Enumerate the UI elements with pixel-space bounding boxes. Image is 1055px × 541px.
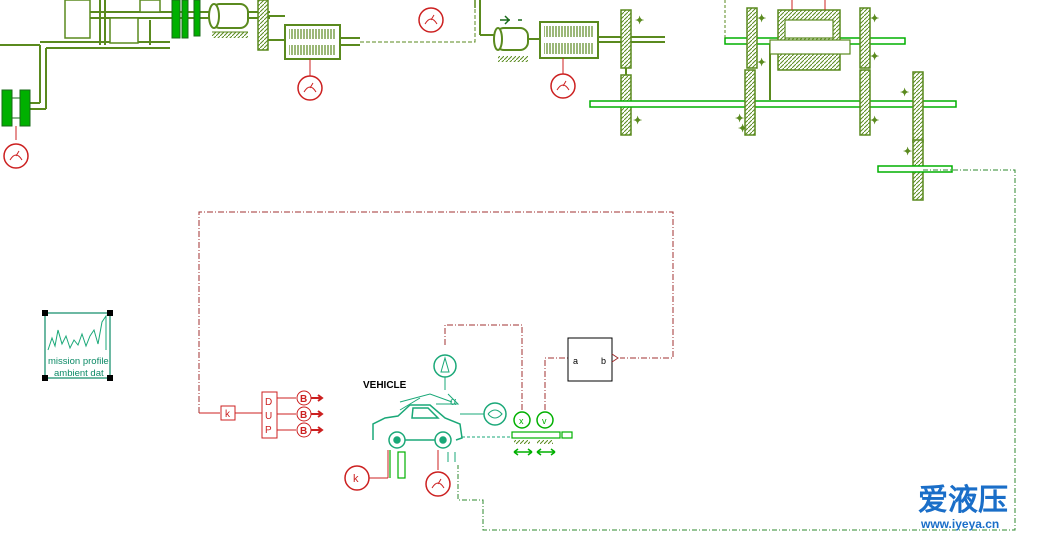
position-sensor[interactable]: x xyxy=(513,411,531,429)
dup-p: P xyxy=(265,425,272,436)
svg-text:✦: ✦ xyxy=(870,13,879,25)
rotary-sensor-icon[interactable] xyxy=(550,73,576,99)
rotary-sensor-icon[interactable] xyxy=(3,143,29,169)
svg-text:✦: ✦ xyxy=(757,57,766,69)
watermark: 爱液压 www.iyeya.cn xyxy=(918,484,1008,531)
bus-outputs[interactable] xyxy=(277,390,324,438)
block-b-label: b xyxy=(601,356,606,366)
angle-sensor[interactable]: α xyxy=(433,354,460,408)
wind-source-icon[interactable] xyxy=(460,402,507,426)
source-k-label: k xyxy=(353,473,359,485)
watermark-url: www.iyeya.cn xyxy=(920,517,999,531)
differential-assembly xyxy=(724,0,906,71)
svg-text:✦: ✦ xyxy=(870,115,879,127)
bus-b-2: B xyxy=(300,410,307,421)
drivetrain-upper-left xyxy=(0,0,360,140)
block-a-label: a xyxy=(573,356,578,366)
wheel-link-line xyxy=(457,169,1016,531)
svg-text:✦: ✦ xyxy=(870,51,879,63)
svg-text:✦: ✦ xyxy=(633,115,642,127)
gain-block[interactable]: k xyxy=(220,405,236,421)
feedback-signal-line xyxy=(198,211,674,413)
bus-b-3: B xyxy=(300,426,307,437)
table-chart-icon xyxy=(47,314,107,351)
tick-marks: ✦✦ ✦✦ ✦✦ ✦✦ ✦✦✦ xyxy=(633,13,912,158)
rotary-sensor-icon[interactable] xyxy=(418,7,444,33)
x-label: x xyxy=(519,416,524,426)
svg-text:✦: ✦ xyxy=(735,113,744,125)
dup-d: D xyxy=(265,397,272,408)
rotary-sensor-icon[interactable] xyxy=(297,75,323,101)
dup-u: U xyxy=(265,411,272,422)
velocity-sensor[interactable]: v xyxy=(536,411,554,429)
rotary-sensor-icon[interactable] xyxy=(425,471,451,497)
function-block-ab[interactable]: a b xyxy=(567,337,619,382)
vehicle-label: VEHICLE xyxy=(363,380,407,391)
watermark-cn: 爱液压 xyxy=(918,484,1008,517)
svg-text:✦: ✦ xyxy=(903,146,912,158)
gain-label: k xyxy=(225,409,231,420)
mission-label-2: ambient dat xyxy=(54,368,104,379)
car-icon[interactable] xyxy=(372,393,463,449)
main-shaft xyxy=(589,38,957,201)
mission-profile-block[interactable]: mission profile ambient dat xyxy=(42,310,113,381)
constant-source-k[interactable]: k xyxy=(344,465,370,491)
alpha-label: α xyxy=(450,396,457,408)
v-label: v xyxy=(542,416,547,426)
svg-text:✦: ✦ xyxy=(738,123,747,135)
svg-text:✦: ✦ xyxy=(635,15,644,27)
svg-text:✦: ✦ xyxy=(757,13,766,25)
bus-b-1: B xyxy=(300,394,307,405)
svg-text:✦: ✦ xyxy=(900,87,909,99)
mission-label-1: mission profile xyxy=(48,356,109,367)
duplicator-block[interactable]: D U P xyxy=(261,391,278,439)
